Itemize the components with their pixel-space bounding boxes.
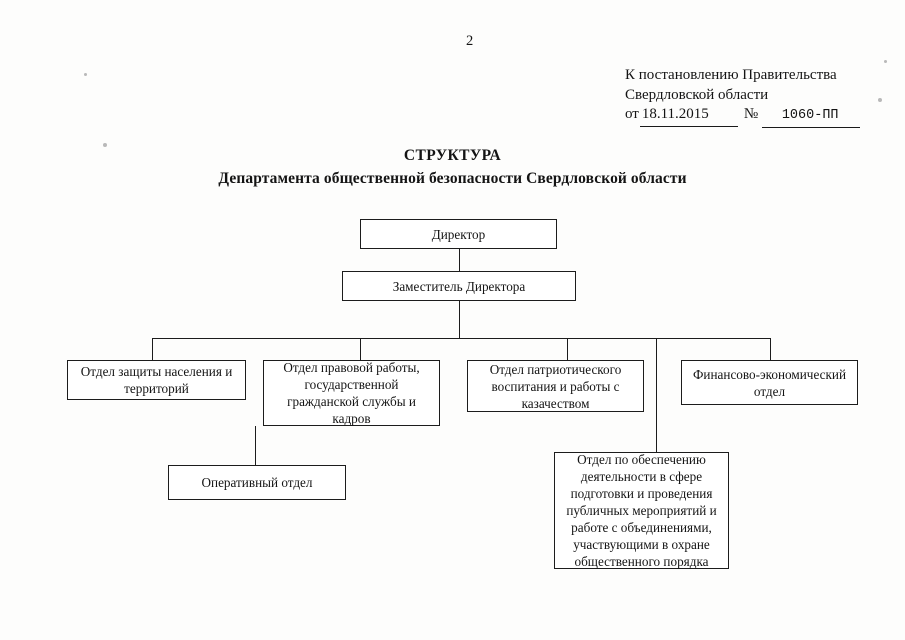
connector-bus-to-public-events	[656, 338, 657, 452]
org-node-operational-label: Оперативный отдел	[201, 475, 313, 490]
legal-line-3: гражданской службы и	[287, 394, 416, 409]
reference-date-line: от 18.11.2015 № 1060-ПП	[625, 105, 861, 128]
page-number: 2	[466, 33, 474, 49]
org-node-public-events: Отдел по обеспечению деятельности в сфер…	[554, 452, 729, 569]
connector-bus	[152, 338, 770, 339]
document-title: СТРУКТУРА	[403, 147, 502, 164]
org-node-public-events-label: Отдел по обеспечению деятельности в сфер…	[566, 451, 716, 570]
org-node-deputy: Заместитель Директора	[342, 271, 576, 301]
scan-artifact	[884, 60, 887, 63]
org-node-finance-label: Финансово-экономический отдел	[693, 366, 846, 400]
org-node-director: Директор	[360, 219, 557, 249]
patriotic-line-1: Отдел патриотического	[489, 361, 622, 377]
date-prefix: от	[625, 106, 639, 122]
number-label: №	[743, 106, 759, 122]
finance-line-2: отдел	[753, 383, 786, 399]
connector-deputy-bus	[459, 301, 460, 338]
public-events-line-6: участвующими в охране	[573, 537, 710, 552]
scan-artifact	[878, 98, 882, 102]
connector-bus-to-legal	[360, 338, 361, 360]
legal-line-1: Отдел правовой работы,	[283, 360, 420, 375]
civil-protection-line-2: территорий	[124, 381, 189, 396]
reference-line-1: К постановлению Правительства	[625, 67, 837, 83]
scan-artifact	[84, 73, 87, 76]
finance-line-1: Финансово-экономический	[693, 366, 846, 382]
patriotic-line-2: воспитания и работы с	[491, 378, 620, 394]
number-value: 1060-ПП	[762, 106, 861, 128]
org-node-deputy-label: Заместитель Директора	[392, 278, 526, 294]
org-node-director-label: Директор	[431, 226, 486, 242]
public-events-line-4: публичных мероприятий и	[566, 503, 717, 518]
public-events-line-1: Отдел по обеспечению	[577, 452, 706, 467]
org-node-patriotic: Отдел патриотического воспитания и работ…	[467, 360, 644, 412]
legal-line-2: государственной	[304, 377, 399, 392]
connector-bus-to-patriotic	[567, 338, 568, 360]
org-node-legal-label: Отдел правовой работы, государственной г…	[283, 359, 419, 427]
patriotic-line-3: казачеством	[521, 395, 590, 411]
connector-bus-to-finance	[770, 338, 771, 360]
org-node-legal: Отдел правовой работы, государственной г…	[263, 360, 440, 426]
date-value: 18.11.2015	[639, 105, 738, 127]
connector-director-deputy	[459, 249, 460, 271]
public-events-line-3: подготовки и проведения	[570, 486, 713, 501]
reference-block: К постановлению Правительства Свердловск…	[625, 66, 861, 128]
scan-artifact	[103, 143, 107, 147]
public-events-line-5: работе с объединениями,	[571, 520, 712, 535]
document-subtitle: Департамента общественной безопасности С…	[218, 170, 687, 187]
civil-protection-line-1: Отдел защиты населения и	[80, 364, 233, 379]
org-node-civil-protection: Отдел защиты населения и территорий	[67, 360, 246, 400]
public-events-line-2: деятельности в сфере	[580, 469, 703, 484]
legal-line-4: кадров	[332, 411, 371, 426]
org-node-finance: Финансово-экономический отдел	[681, 360, 858, 405]
reference-line-2: Свердловской области	[625, 86, 769, 103]
public-events-line-7: общественного порядка	[574, 554, 709, 569]
org-node-civil-protection-label: Отдел защиты населения и территорий	[81, 363, 233, 397]
org-node-patriotic-label: Отдел патриотического воспитания и работ…	[490, 361, 622, 412]
connector-legal-to-operational	[255, 426, 256, 465]
org-node-operational: Оперативный отдел	[168, 465, 346, 500]
connector-bus-to-civil-protection	[152, 338, 153, 360]
